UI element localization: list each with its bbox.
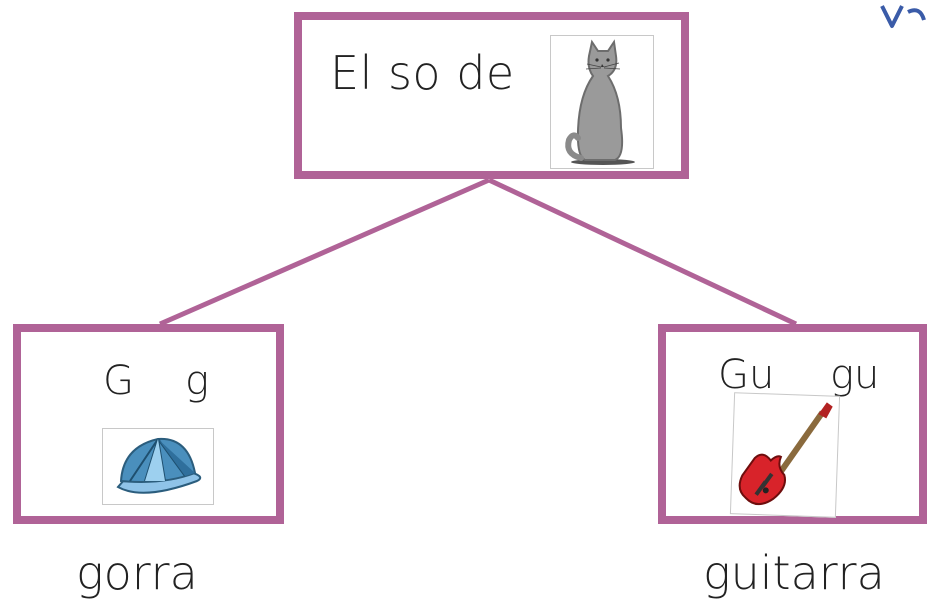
right-caption: guitarra <box>703 546 885 600</box>
right-node: Gu gu guitarra <box>658 324 927 600</box>
brand-logo <box>880 5 926 28</box>
connector-right <box>487 177 798 327</box>
lower-letter-gu: gu <box>830 352 880 398</box>
upper-letter-g: G <box>103 358 134 404</box>
cat-icon <box>550 35 654 169</box>
connector-left <box>158 177 491 327</box>
top-node: El so de <box>294 12 689 179</box>
left-node: G g gorra <box>13 324 284 600</box>
upper-letter-gu: Gu <box>718 352 775 398</box>
cap-icon <box>102 428 214 505</box>
top-node-text: El so de <box>330 46 515 100</box>
guitar-icon <box>729 392 841 518</box>
left-caption: gorra <box>76 546 198 600</box>
lower-letter-g: g <box>185 358 210 404</box>
